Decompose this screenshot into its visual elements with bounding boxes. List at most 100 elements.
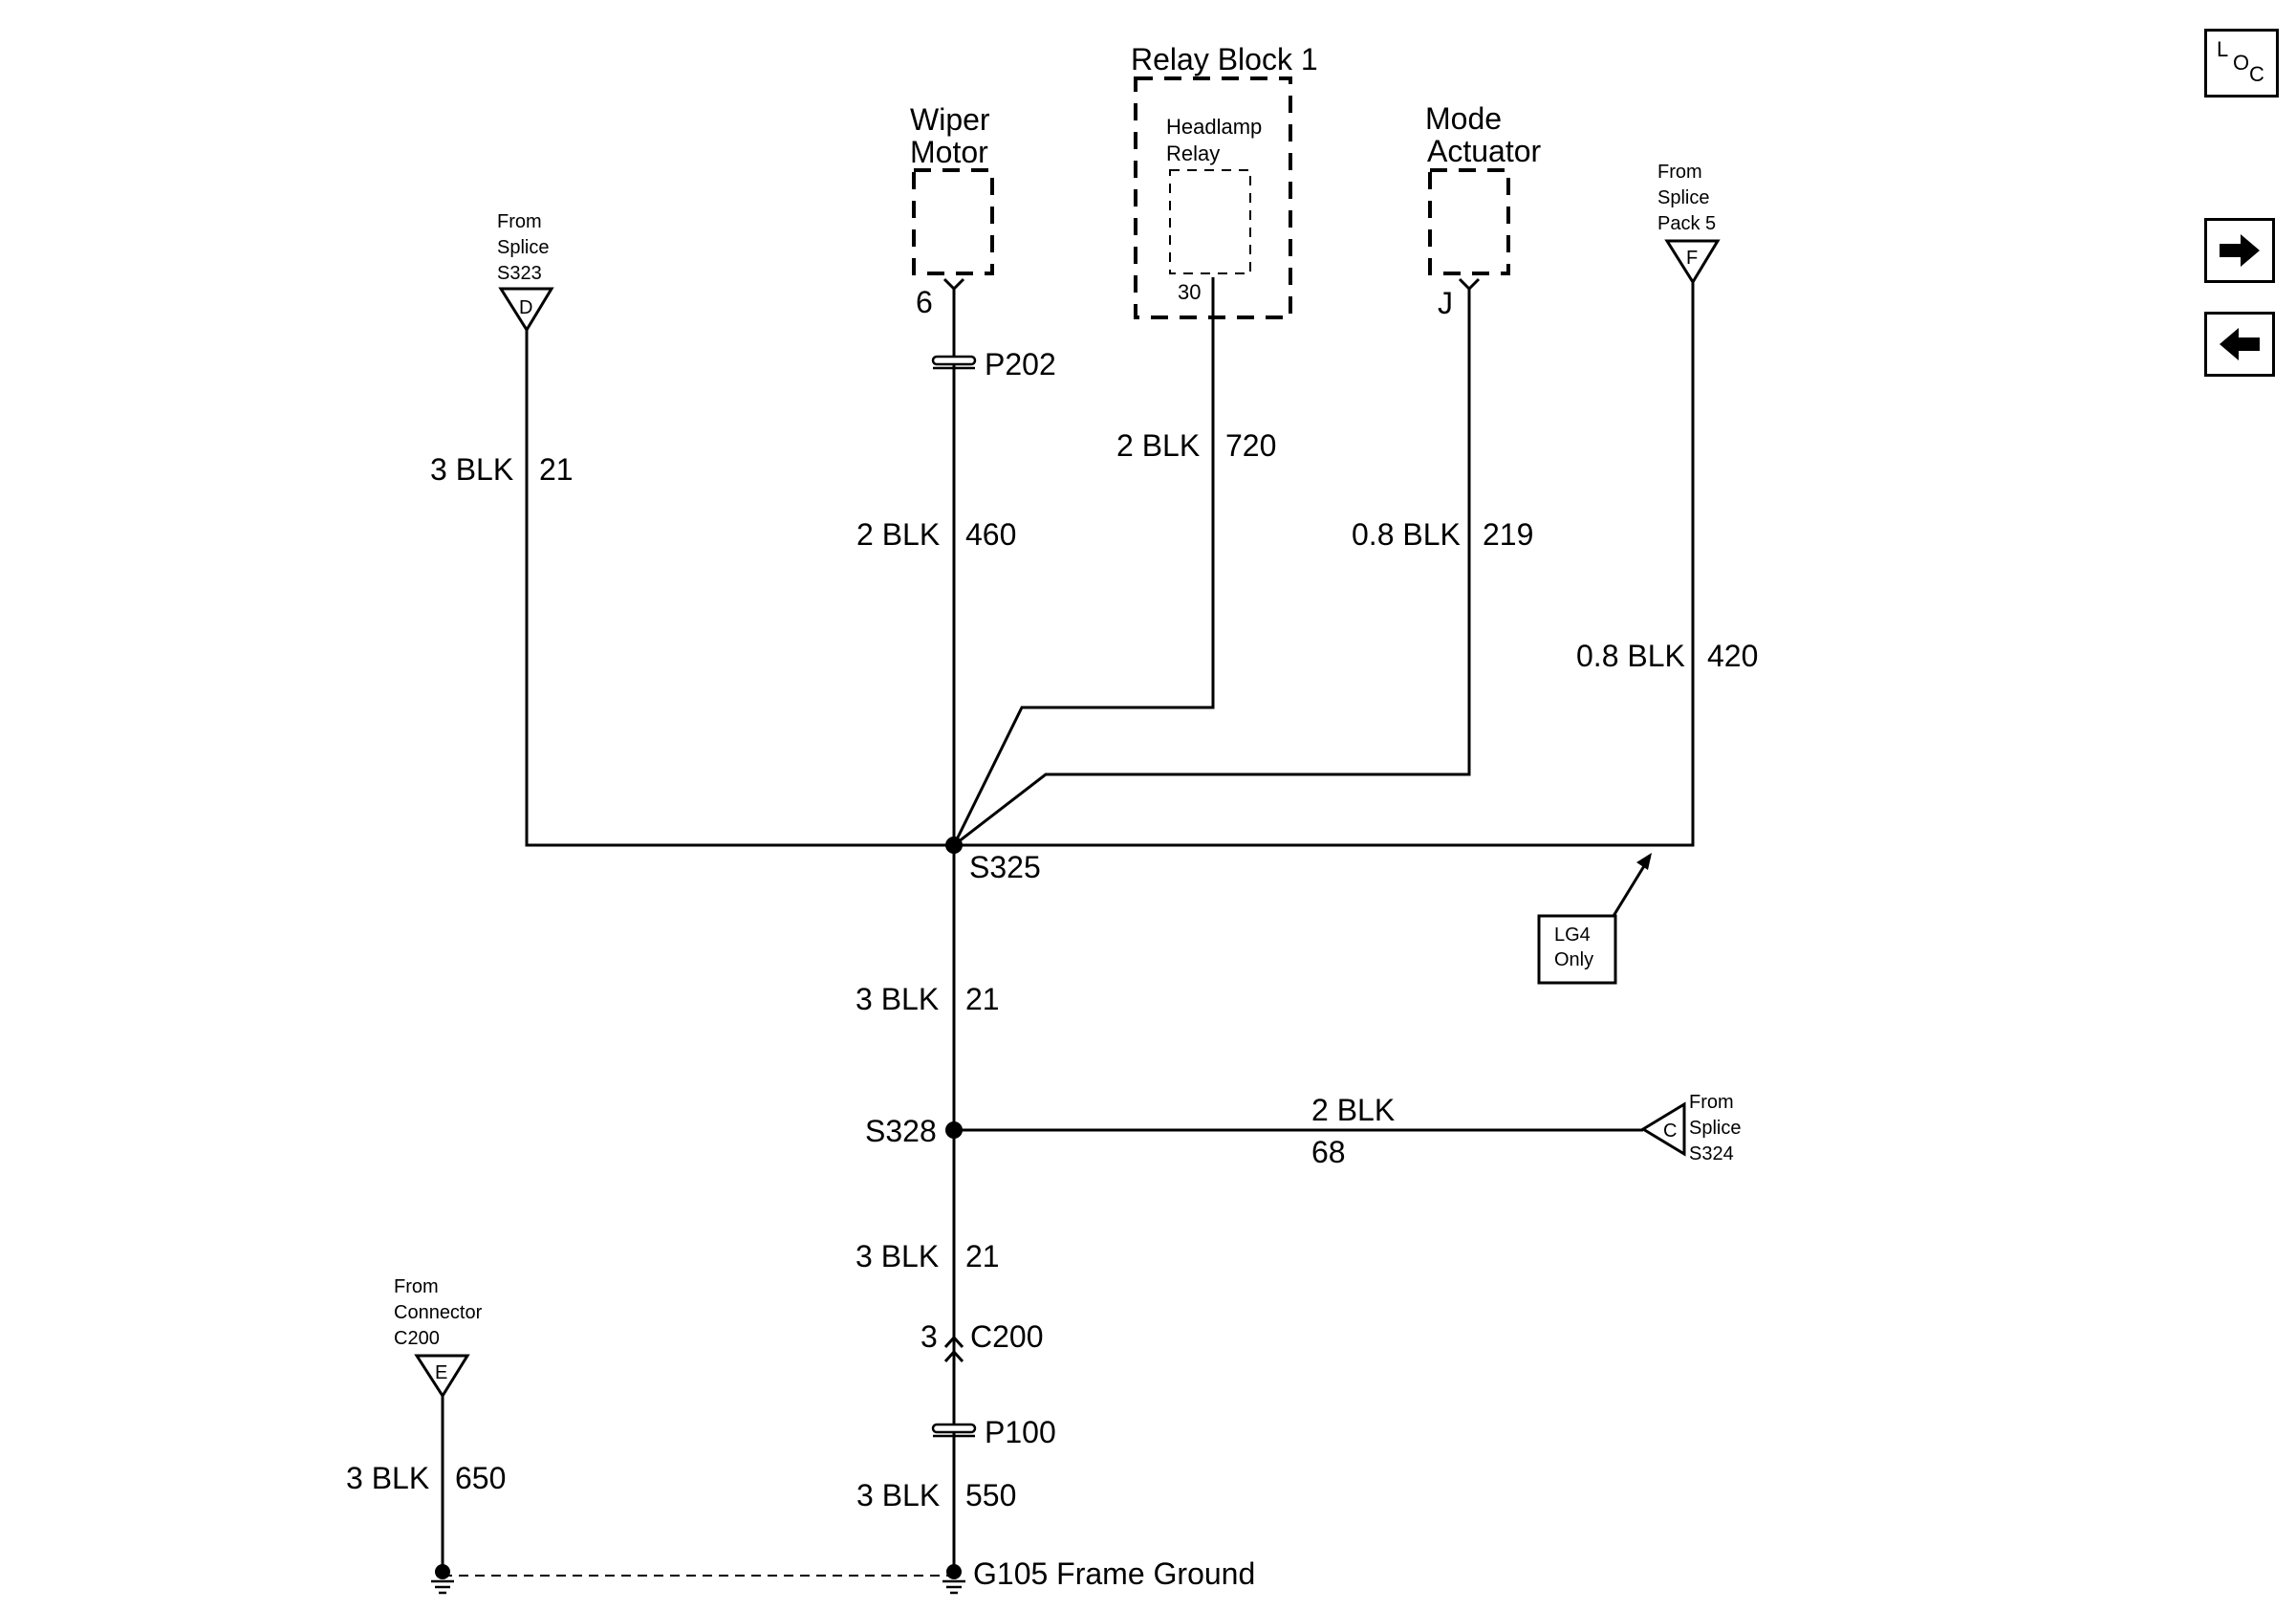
ground-g105: G105 Frame Ground bbox=[431, 1556, 1255, 1595]
loc-letter-o: O bbox=[2233, 51, 2250, 75]
offpage-c: C From Splice S324 bbox=[1640, 1092, 1741, 1164]
wire-pack5-gauge: 0.8 BLK bbox=[1576, 639, 1685, 673]
c200-male-icon bbox=[943, 1349, 964, 1363]
wire-c200-e-gauge: 3 BLK bbox=[346, 1461, 429, 1495]
offpage-c-line3: S324 bbox=[1689, 1143, 1734, 1164]
wire-s328-c200-circuit: 21 bbox=[965, 1239, 1000, 1273]
wire-p100-ground-circuit: 550 bbox=[965, 1478, 1016, 1512]
ground-e-symbol-icon bbox=[431, 1579, 454, 1595]
offpage-d-line2: Splice bbox=[497, 237, 549, 258]
ground-label: G105 Frame Ground bbox=[973, 1556, 1255, 1591]
mode-actuator-pin: J bbox=[1438, 286, 1453, 320]
wire-s328-c200-gauge: 3 BLK bbox=[856, 1239, 939, 1273]
wiper-motor-label-line2: Motor bbox=[910, 135, 988, 169]
splice-s328: S328 bbox=[865, 1114, 963, 1148]
offpage-c-line1: From bbox=[1689, 1092, 1734, 1113]
wire-wiper-circuit: 460 bbox=[965, 517, 1016, 552]
offpage-c-letter: C bbox=[1663, 1120, 1677, 1142]
lg4-box bbox=[1537, 914, 1617, 985]
offpage-c-triangle-icon bbox=[1640, 1101, 1686, 1157]
p202-label: P202 bbox=[985, 347, 1056, 381]
lg4-line1: LG4 bbox=[1554, 925, 1591, 946]
wire-s323-and-pack5 bbox=[525, 282, 1695, 847]
offpage-f-letter: F bbox=[1686, 248, 1698, 269]
wiper-motor-terminal-icon bbox=[942, 277, 965, 292]
relay-block-title: Relay Block 1 bbox=[1131, 42, 1318, 76]
s325-dot-icon bbox=[945, 837, 963, 854]
p100-label: P100 bbox=[985, 1415, 1056, 1449]
wire-pack5-circuit: 420 bbox=[1707, 639, 1758, 673]
loc-button[interactable]: L O C bbox=[2204, 29, 2279, 98]
s328-label: S328 bbox=[865, 1114, 937, 1148]
offpage-d-line3: S323 bbox=[497, 263, 542, 284]
connector-p202: P202 bbox=[931, 347, 1056, 381]
connector-p100: P100 bbox=[931, 1415, 1056, 1449]
headlamp-relay-pin: 30 bbox=[1178, 280, 1201, 304]
mode-actuator: Mode Actuator J bbox=[1425, 101, 1542, 320]
offpage-f-triangle-icon bbox=[1664, 239, 1721, 285]
wiper-motor-label-line1: Wiper bbox=[910, 102, 990, 137]
splice-s325: S325 bbox=[945, 837, 1041, 884]
headlamp-relay-outline bbox=[1169, 169, 1251, 274]
offpage-e-line3: C200 bbox=[394, 1328, 440, 1349]
wire-s325-s328-circuit: 21 bbox=[965, 982, 1000, 1016]
offpage-f-line2: Splice bbox=[1657, 187, 1709, 208]
p100-icon bbox=[931, 1423, 977, 1434]
wire-mode-gauge: 0.8 BLK bbox=[1352, 517, 1461, 552]
offpage-f-line3: Pack 5 bbox=[1657, 213, 1716, 234]
offpage-d-letter: D bbox=[519, 297, 532, 318]
wire-relay-gauge: 2 BLK bbox=[1116, 428, 1200, 463]
offpage-e-line2: Connector bbox=[394, 1302, 483, 1323]
wire-p100-ground-gauge: 3 BLK bbox=[856, 1478, 940, 1512]
wiper-motor: Wiper Motor 6 bbox=[910, 102, 994, 319]
offpage-f-line1: From bbox=[1657, 162, 1702, 183]
c200-label: C200 bbox=[970, 1319, 1044, 1354]
offpage-e-line1: From bbox=[394, 1276, 439, 1297]
c200-female-icon bbox=[943, 1335, 964, 1349]
wire-s324-circuit: 68 bbox=[1311, 1135, 1346, 1169]
offpage-e-letter: E bbox=[435, 1362, 447, 1383]
offpage-e-triangle-icon bbox=[414, 1354, 470, 1399]
arrow-left-icon bbox=[2220, 328, 2260, 360]
lg4-arrow-head-icon bbox=[1636, 853, 1652, 870]
mode-actuator-label-line2: Actuator bbox=[1427, 134, 1542, 168]
previous-page-button[interactable] bbox=[2204, 312, 2275, 377]
wire-relay-circuit: 720 bbox=[1225, 428, 1276, 463]
mode-actuator-label-line1: Mode bbox=[1425, 101, 1502, 136]
offpage-f: From Splice Pack 5 F bbox=[1657, 162, 1721, 285]
mode-actuator-outline bbox=[1428, 168, 1510, 275]
offpage-e: From Connector C200 E bbox=[394, 1276, 483, 1399]
wires bbox=[441, 277, 1695, 1576]
wire-s323-circuit: 21 bbox=[539, 452, 574, 487]
arrow-right-icon bbox=[2220, 234, 2260, 267]
s328-dot-icon bbox=[945, 1121, 963, 1139]
p202-icon bbox=[931, 355, 977, 366]
offpage-c-line2: Splice bbox=[1689, 1118, 1741, 1139]
loc-letter-l: L bbox=[2217, 37, 2229, 61]
wire-c200-e-circuit: 650 bbox=[455, 1461, 506, 1495]
ground-e-dot-icon bbox=[435, 1564, 450, 1579]
ground-main-symbol-icon bbox=[942, 1579, 965, 1595]
mode-actuator-terminal-icon bbox=[1458, 277, 1481, 292]
wire-s323-gauge: 3 BLK bbox=[430, 452, 513, 487]
lg4-line2: Only bbox=[1554, 949, 1593, 970]
s325-label: S325 bbox=[969, 850, 1041, 884]
headlamp-relay-label-line1: Headlamp bbox=[1166, 115, 1262, 139]
offpage-d-line1: From bbox=[497, 211, 542, 232]
c200-pin: 3 bbox=[921, 1319, 938, 1354]
wire-s324-gauge: 2 BLK bbox=[1311, 1093, 1395, 1127]
wire-wiper-gauge: 2 BLK bbox=[856, 517, 940, 552]
offpage-d-triangle-icon bbox=[498, 287, 554, 333]
wire-headlamp-relay bbox=[952, 277, 1215, 846]
wire-s325-s328-gauge: 3 BLK bbox=[856, 982, 939, 1016]
next-page-button[interactable] bbox=[2204, 218, 2275, 283]
loc-letter-c: C bbox=[2249, 62, 2264, 86]
headlamp-relay-label-line2: Relay bbox=[1166, 141, 1220, 165]
wire-mode-circuit: 219 bbox=[1483, 517, 1533, 552]
wiper-motor-outline bbox=[912, 168, 994, 275]
wire-labels: 3 BLK 21 2 BLK 460 2 BLK 720 0.8 BLK 219… bbox=[346, 428, 1758, 1512]
connector-c200: 3 C200 bbox=[921, 1319, 1044, 1363]
lg4-note: LG4 Only bbox=[1537, 853, 1652, 985]
offpage-d: From Splice S323 D bbox=[497, 211, 554, 333]
